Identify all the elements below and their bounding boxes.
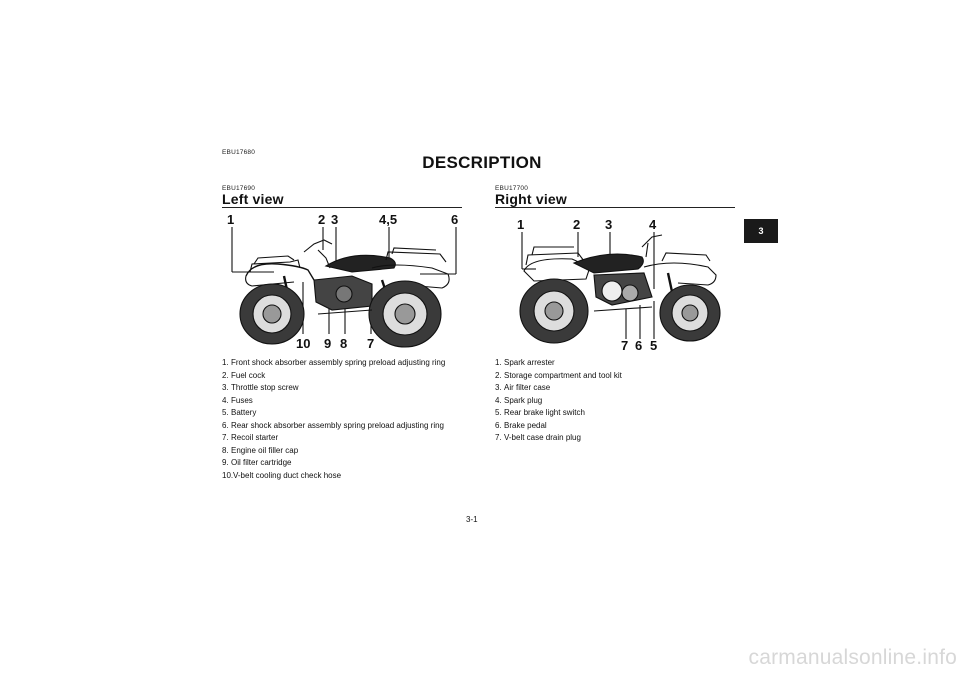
left-callout-4-5: 4,5 — [379, 212, 397, 227]
list-item: 7.V-belt case drain plug — [495, 433, 581, 442]
list-item: 10.V-belt cooling duct check hose — [222, 470, 342, 480]
right-callout-5: 5 — [650, 338, 657, 353]
right-callout-1: 1 — [517, 217, 524, 232]
right-view-illustration: 1 2 3 4 7 6 5 — [517, 217, 721, 353]
right-view-code: EBU17700 — [495, 185, 529, 192]
watermark-link[interactable]: carmanualsonline.info — [600, 630, 960, 678]
list-item: 2.Fuel cock — [222, 370, 266, 380]
page-title: DESCRIPTION — [422, 153, 542, 172]
left-callout-1: 1 — [227, 212, 234, 227]
left-view-illustration: 1 2 3 4,5 6 10 9 8 7 — [227, 212, 458, 351]
left-callout-10: 10 — [296, 336, 310, 351]
chapter-tab[interactable]: 3 — [744, 219, 778, 243]
left-callout-8: 8 — [340, 336, 347, 351]
left-callout-2: 2 — [318, 212, 325, 227]
list-item: 4.Fuses — [222, 395, 253, 405]
left-callout-7: 7 — [367, 336, 374, 351]
left-view-rule — [222, 207, 462, 208]
right-view-title: Right view — [495, 191, 568, 207]
list-item: 2.Storage compartment and tool kit — [495, 370, 622, 380]
left-callout-3: 3 — [331, 212, 338, 227]
list-item: 5.Rear brake light switch — [495, 408, 585, 417]
list-item: 1.Front shock absorber assembly spring p… — [222, 358, 446, 367]
list-item: 3.Throttle stop screw — [222, 383, 299, 392]
right-callout-4: 4 — [649, 217, 657, 232]
right-callout-7: 7 — [621, 338, 628, 353]
list-item: 7.Recoil starter — [222, 433, 279, 442]
left-callout-9: 9 — [324, 336, 331, 351]
list-item: 3.Air filter case — [495, 383, 551, 392]
left-view-legend: 1.Front shock absorber assembly spring p… — [222, 357, 466, 482]
page-number: 3-1 — [466, 515, 478, 524]
left-view-code: EBU17690 — [222, 185, 256, 192]
right-callout-6: 6 — [635, 338, 642, 353]
right-callout-2: 2 — [573, 217, 580, 232]
list-item: 5.Battery — [222, 408, 257, 417]
list-item: 6.Rear shock absorber assembly spring pr… — [222, 420, 444, 430]
list-item: 6.Brake pedal — [495, 420, 547, 430]
right-view-rule — [495, 207, 735, 208]
right-callout-3: 3 — [605, 217, 612, 232]
list-item: 4.Spark plug — [495, 395, 543, 405]
section-code: EBU17680 — [222, 149, 256, 156]
left-callout-6: 6 — [451, 212, 458, 227]
right-view-legend: 1.Spark arrester 2.Storage compartment a… — [495, 357, 735, 445]
list-item: 1.Spark arrester — [495, 358, 555, 367]
list-item: 9.Oil filter cartridge — [222, 458, 292, 467]
list-item: 8.Engine oil filler cap — [222, 445, 299, 455]
left-view-title: Left view — [222, 191, 284, 207]
